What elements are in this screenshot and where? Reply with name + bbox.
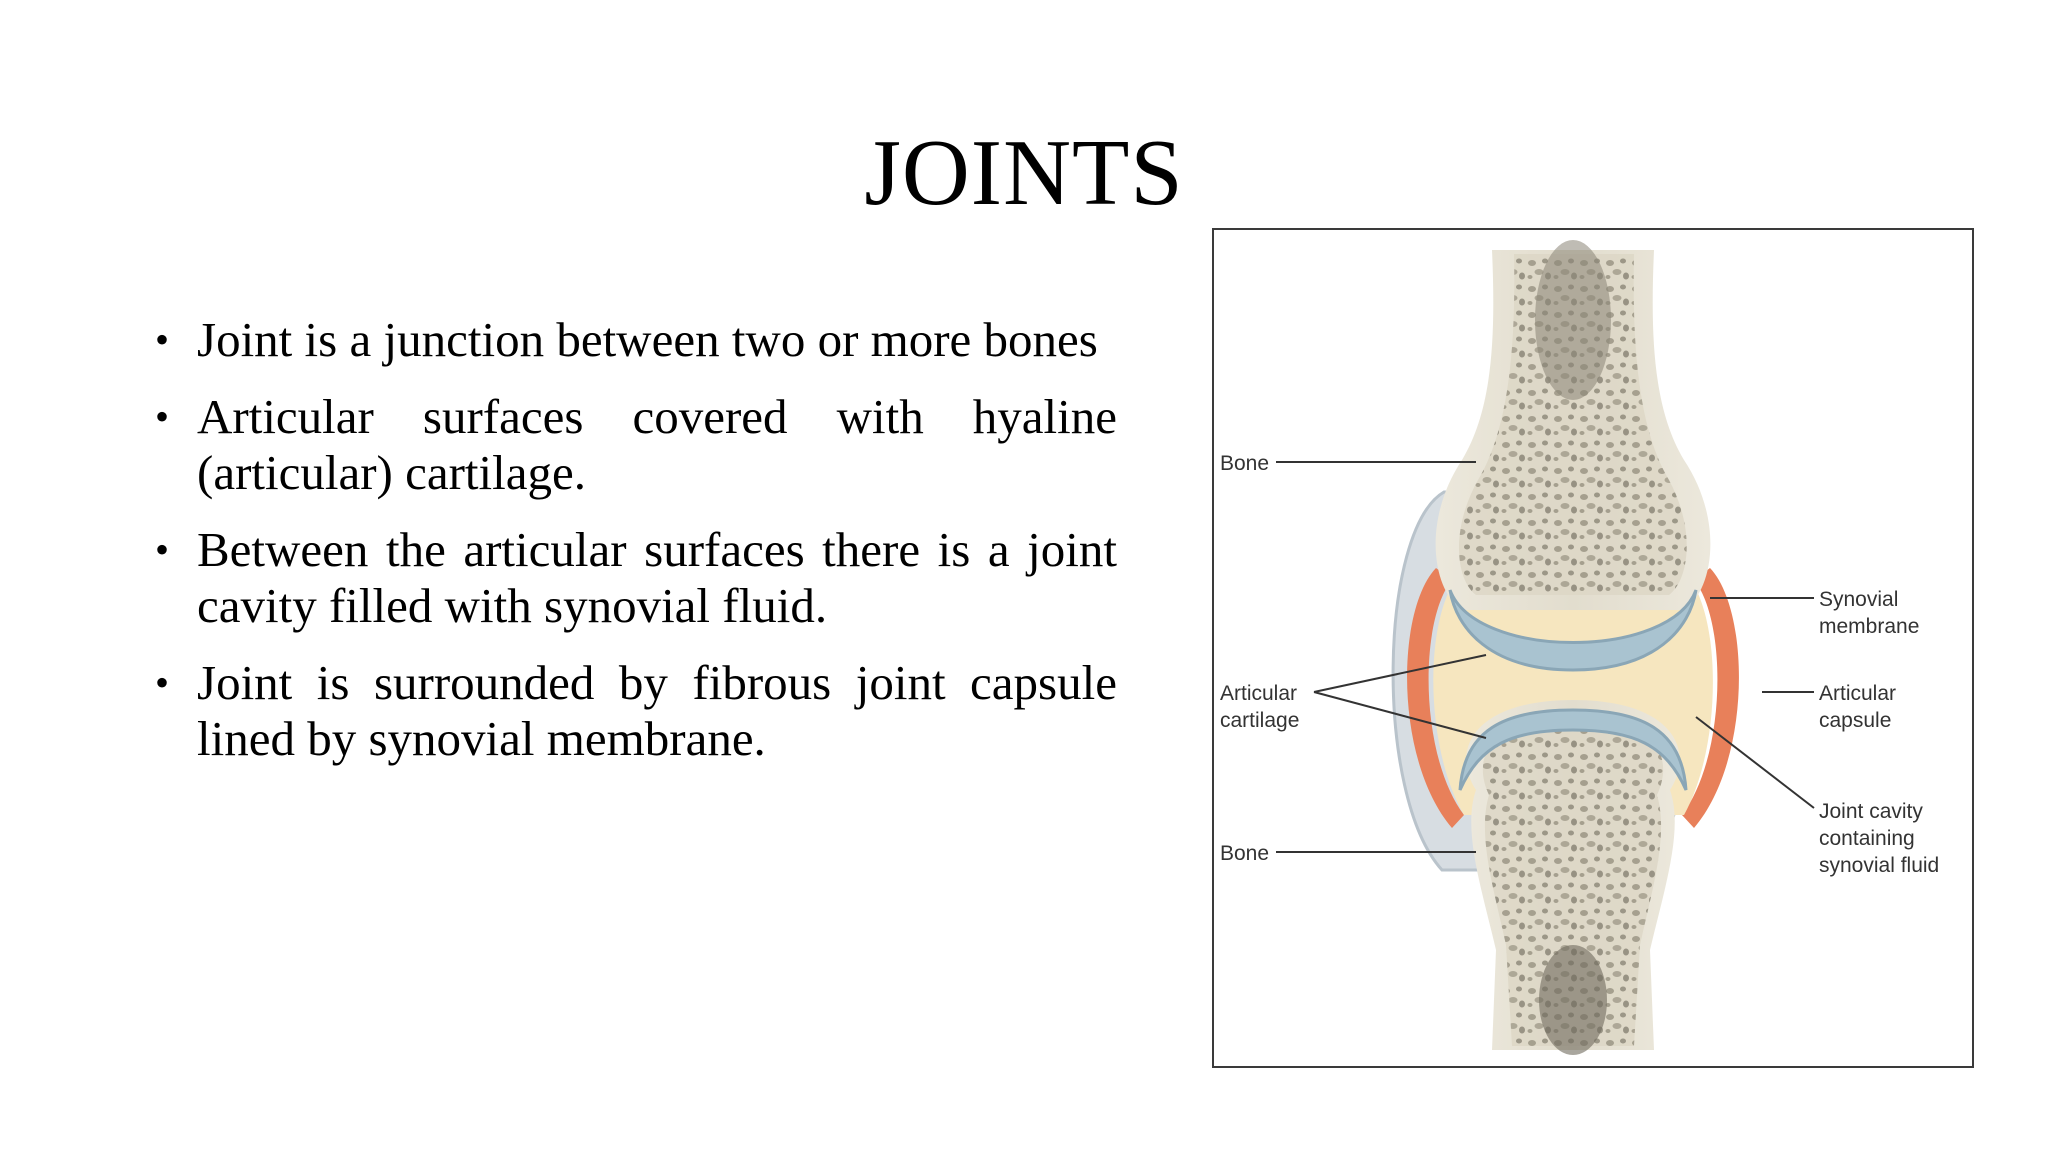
lower-medullary-cavity [1539,945,1607,1055]
label-articular-cartilage-line2: cartilage [1220,709,1299,732]
bullet-text: Joint is a junction between two or more … [197,312,1098,367]
label-articular-cartilage-line1: Articular [1220,682,1297,705]
bullet-dot-icon: • [155,394,170,439]
bullet-text: Articular surfaces covered with hyaline … [197,389,1117,500]
upper-articular-cartilage [1448,589,1698,672]
bullet-item: • Articular surfaces covered with hyalin… [155,389,1117,501]
label-bone-bottom: Bone [1220,842,1269,865]
label-joint-cavity-line1: Joint cavity [1819,800,1923,823]
bullet-text: Joint is surrounded by fibrous joint cap… [197,655,1117,766]
upper-medullary-cavity [1535,240,1611,400]
label-articular-capsule-line2: capsule [1819,709,1891,732]
synovial-membrane-left [1407,568,1464,828]
bullet-item: • Between the articular surfaces there i… [155,522,1117,634]
bullet-text: Between the articular surfaces there is … [197,522,1117,633]
bullet-item: • Joint is surrounded by fibrous joint c… [155,655,1117,767]
label-bone-top: Bone [1220,452,1269,475]
bullet-dot-icon: • [155,660,170,705]
upper-bone-spongy [1458,254,1687,595]
leader-lines [1276,461,1815,853]
label-synovial-membrane-line2: membrane [1819,615,1919,638]
label-joint-cavity-line2: containing [1819,827,1915,850]
bullet-dot-icon: • [155,527,170,572]
slide-title: JOINTS [864,121,1184,225]
label-joint-cavity-line3: synovial fluid [1819,854,1939,877]
bullet-list: • Joint is a junction between two or mor… [155,312,1117,788]
bullet-item: • Joint is a junction between two or mor… [155,312,1117,368]
synovial-membrane-right [1682,568,1739,828]
label-synovial-membrane-line1: Synovial [1819,588,1898,611]
lower-articular-cartilage [1458,708,1688,791]
label-articular-capsule-line1: Articular [1819,682,1896,705]
bullet-dot-icon: • [155,317,170,362]
joint-diagram: Bone Articular cartilage Bone Synovial m… [1212,228,1974,1068]
lower-bone-spongy [1482,715,1664,1046]
joint-illustration: Bone Articular cartilage Bone Synovial m… [1220,240,1939,1055]
